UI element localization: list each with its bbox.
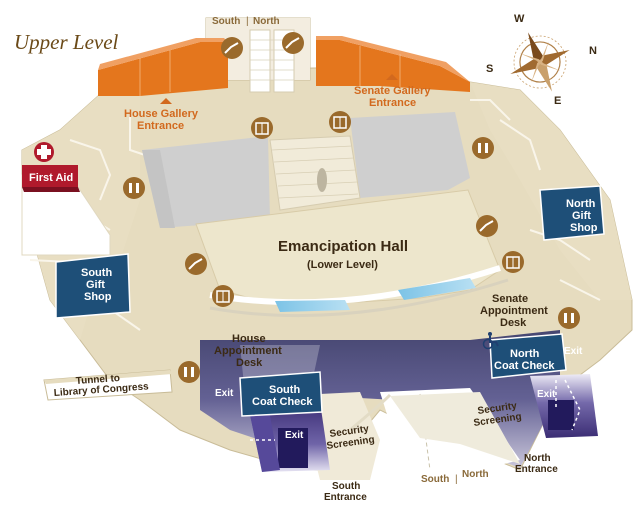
first-aid-icon: [34, 142, 54, 162]
north-coat-label-2: Coat Check: [494, 360, 555, 372]
senate-appt-label-2: Appointment: [480, 305, 548, 317]
south-gift-label-1: South: [81, 267, 112, 279]
svg-text:|: |: [246, 16, 249, 27]
accessible-icon: [482, 332, 499, 350]
south-gift-label-2: Gift: [86, 279, 105, 291]
restroom-icon: [123, 177, 145, 199]
elevator-icon: [502, 251, 524, 273]
gray-block-right: [350, 112, 470, 198]
exit-label-1: Exit: [215, 388, 234, 399]
south-coat-label-1: South: [269, 384, 300, 396]
north-gift-shop-box: [539, 185, 605, 241]
escalator-icon: [282, 32, 304, 54]
bottom-south-label: South: [421, 474, 449, 485]
gray-block-left: [142, 136, 270, 228]
senate-gallery-block: [316, 40, 470, 92]
security-right-label-1: Security: [477, 401, 518, 417]
page-title: Upper Level: [14, 30, 119, 54]
top-south-label: South: [212, 16, 240, 27]
restroom-icon: [178, 361, 200, 383]
north-coat-check-box: [489, 333, 567, 379]
north-entrance-label-2: Entrance: [515, 464, 558, 475]
first-aid-label: First Aid: [29, 172, 73, 184]
south-gift-label-3: Shop: [84, 291, 112, 303]
south-coat-check-box: [239, 371, 323, 417]
house-appt-label-2: Appointment: [214, 345, 282, 357]
north-coat-label-1: North: [510, 348, 540, 360]
exit-label-3: Exit: [564, 346, 583, 357]
compass-s: S: [486, 63, 493, 75]
pool-right: [398, 278, 476, 300]
senate-gallery-label: Senate Gallery: [354, 85, 431, 97]
escalator-icon: [476, 215, 498, 237]
compass-e: E: [554, 95, 561, 107]
elevator-icon: [251, 117, 273, 139]
north-entrance-label-1: North: [524, 453, 551, 464]
restroom-icon: [472, 137, 494, 159]
house-appt-label-3: Desk: [236, 357, 263, 369]
security-left-label-1: Security: [329, 424, 370, 440]
house-appt-label-1: House: [232, 333, 266, 345]
first-aid-box: [22, 165, 78, 187]
south-entrance-label-1: South: [332, 481, 360, 492]
emancipation-hall-sublabel: (Lower Level): [307, 259, 378, 271]
svg-text:|: |: [455, 474, 458, 485]
south-entrance-label-2: Entrance: [324, 492, 367, 503]
pool-left: [275, 300, 350, 312]
exit-label-2: Exit: [285, 430, 304, 441]
north-gift-label-3: Shop: [570, 222, 598, 234]
exit-label-4: Exit: [537, 389, 556, 400]
house-gallery-label: House Gallery: [124, 108, 199, 120]
south-gift-shop-box: [55, 253, 131, 319]
elevator-icon: [329, 111, 351, 133]
north-gift-label-1: North: [566, 198, 596, 210]
top-stair-left: [249, 29, 271, 93]
emancipation-hall-label: Emancipation Hall: [278, 238, 408, 255]
senate-appt-label-1: Senate: [492, 293, 528, 305]
senate-appt-label-3: Desk: [500, 317, 527, 329]
elevator-icon: [212, 285, 234, 307]
tunnel-label-1: Tunnel to: [75, 373, 120, 387]
compass-n: N: [589, 45, 597, 57]
compass-w: W: [514, 13, 525, 25]
escalator-icon: [221, 37, 243, 59]
top-north-label: North: [253, 16, 280, 27]
restroom-icon: [558, 307, 580, 329]
north-gift-label-2: Gift: [572, 210, 591, 222]
escalator-icon: [185, 253, 207, 275]
house-gallery-block: [98, 42, 228, 96]
south-coat-label-2: Coat Check: [252, 396, 313, 408]
house-gallery-entrance: Entrance: [137, 120, 184, 132]
bottom-north-label: North: [462, 469, 489, 480]
center-stair: [269, 135, 361, 211]
senate-gallery-entrance: Entrance: [369, 97, 416, 109]
